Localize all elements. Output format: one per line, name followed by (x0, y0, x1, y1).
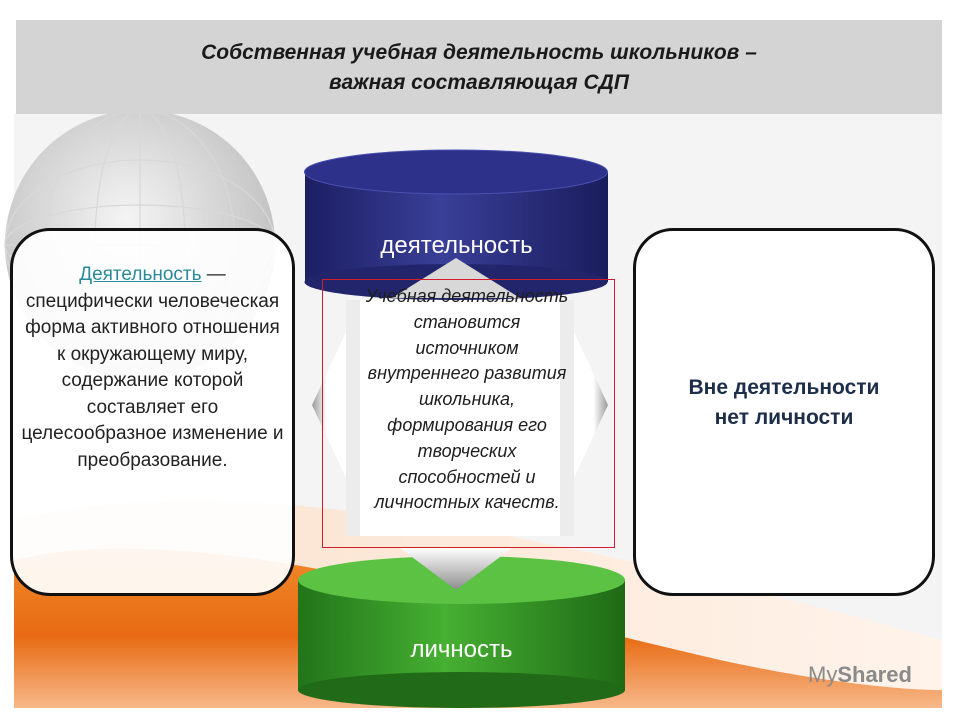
conclusion-text: Вне деятельности нет личности (650, 373, 918, 433)
center-line: школьника, (328, 387, 606, 413)
watermark-shared: Shared (837, 662, 912, 687)
title-line-2: важная составляющая СДП (16, 68, 942, 98)
definition-term-link[interactable]: Деятельность (79, 264, 201, 285)
center-line: внутреннего развития (328, 361, 606, 387)
watermark-my: My (808, 662, 837, 687)
personality-label: личность (298, 636, 625, 664)
center-line: источником (328, 336, 606, 362)
center-line: способностей и (328, 465, 606, 491)
center-line: личностных качеств. (328, 490, 606, 516)
page-title: Собственная учебная деятельность школьни… (16, 38, 942, 98)
center-line: становится (328, 310, 606, 336)
center-line: творческих (328, 439, 606, 465)
conclusion-line-2: нет личности (650, 403, 918, 433)
center-line: формирования его (328, 413, 606, 439)
definition-body: — специфически человеческая форма активн… (21, 264, 283, 471)
center-text: Учебная деятельность становится источник… (328, 284, 606, 516)
conclusion-line-1: Вне деятельности (650, 373, 918, 403)
center-line: Учебная деятельность (328, 284, 606, 310)
watermark: MyShared (808, 662, 912, 688)
title-line-1: Собственная учебная деятельность школьни… (16, 38, 942, 68)
activity-label: деятельность (305, 232, 608, 260)
definition-text: Деятельность — специфически человеческая… (20, 262, 285, 474)
